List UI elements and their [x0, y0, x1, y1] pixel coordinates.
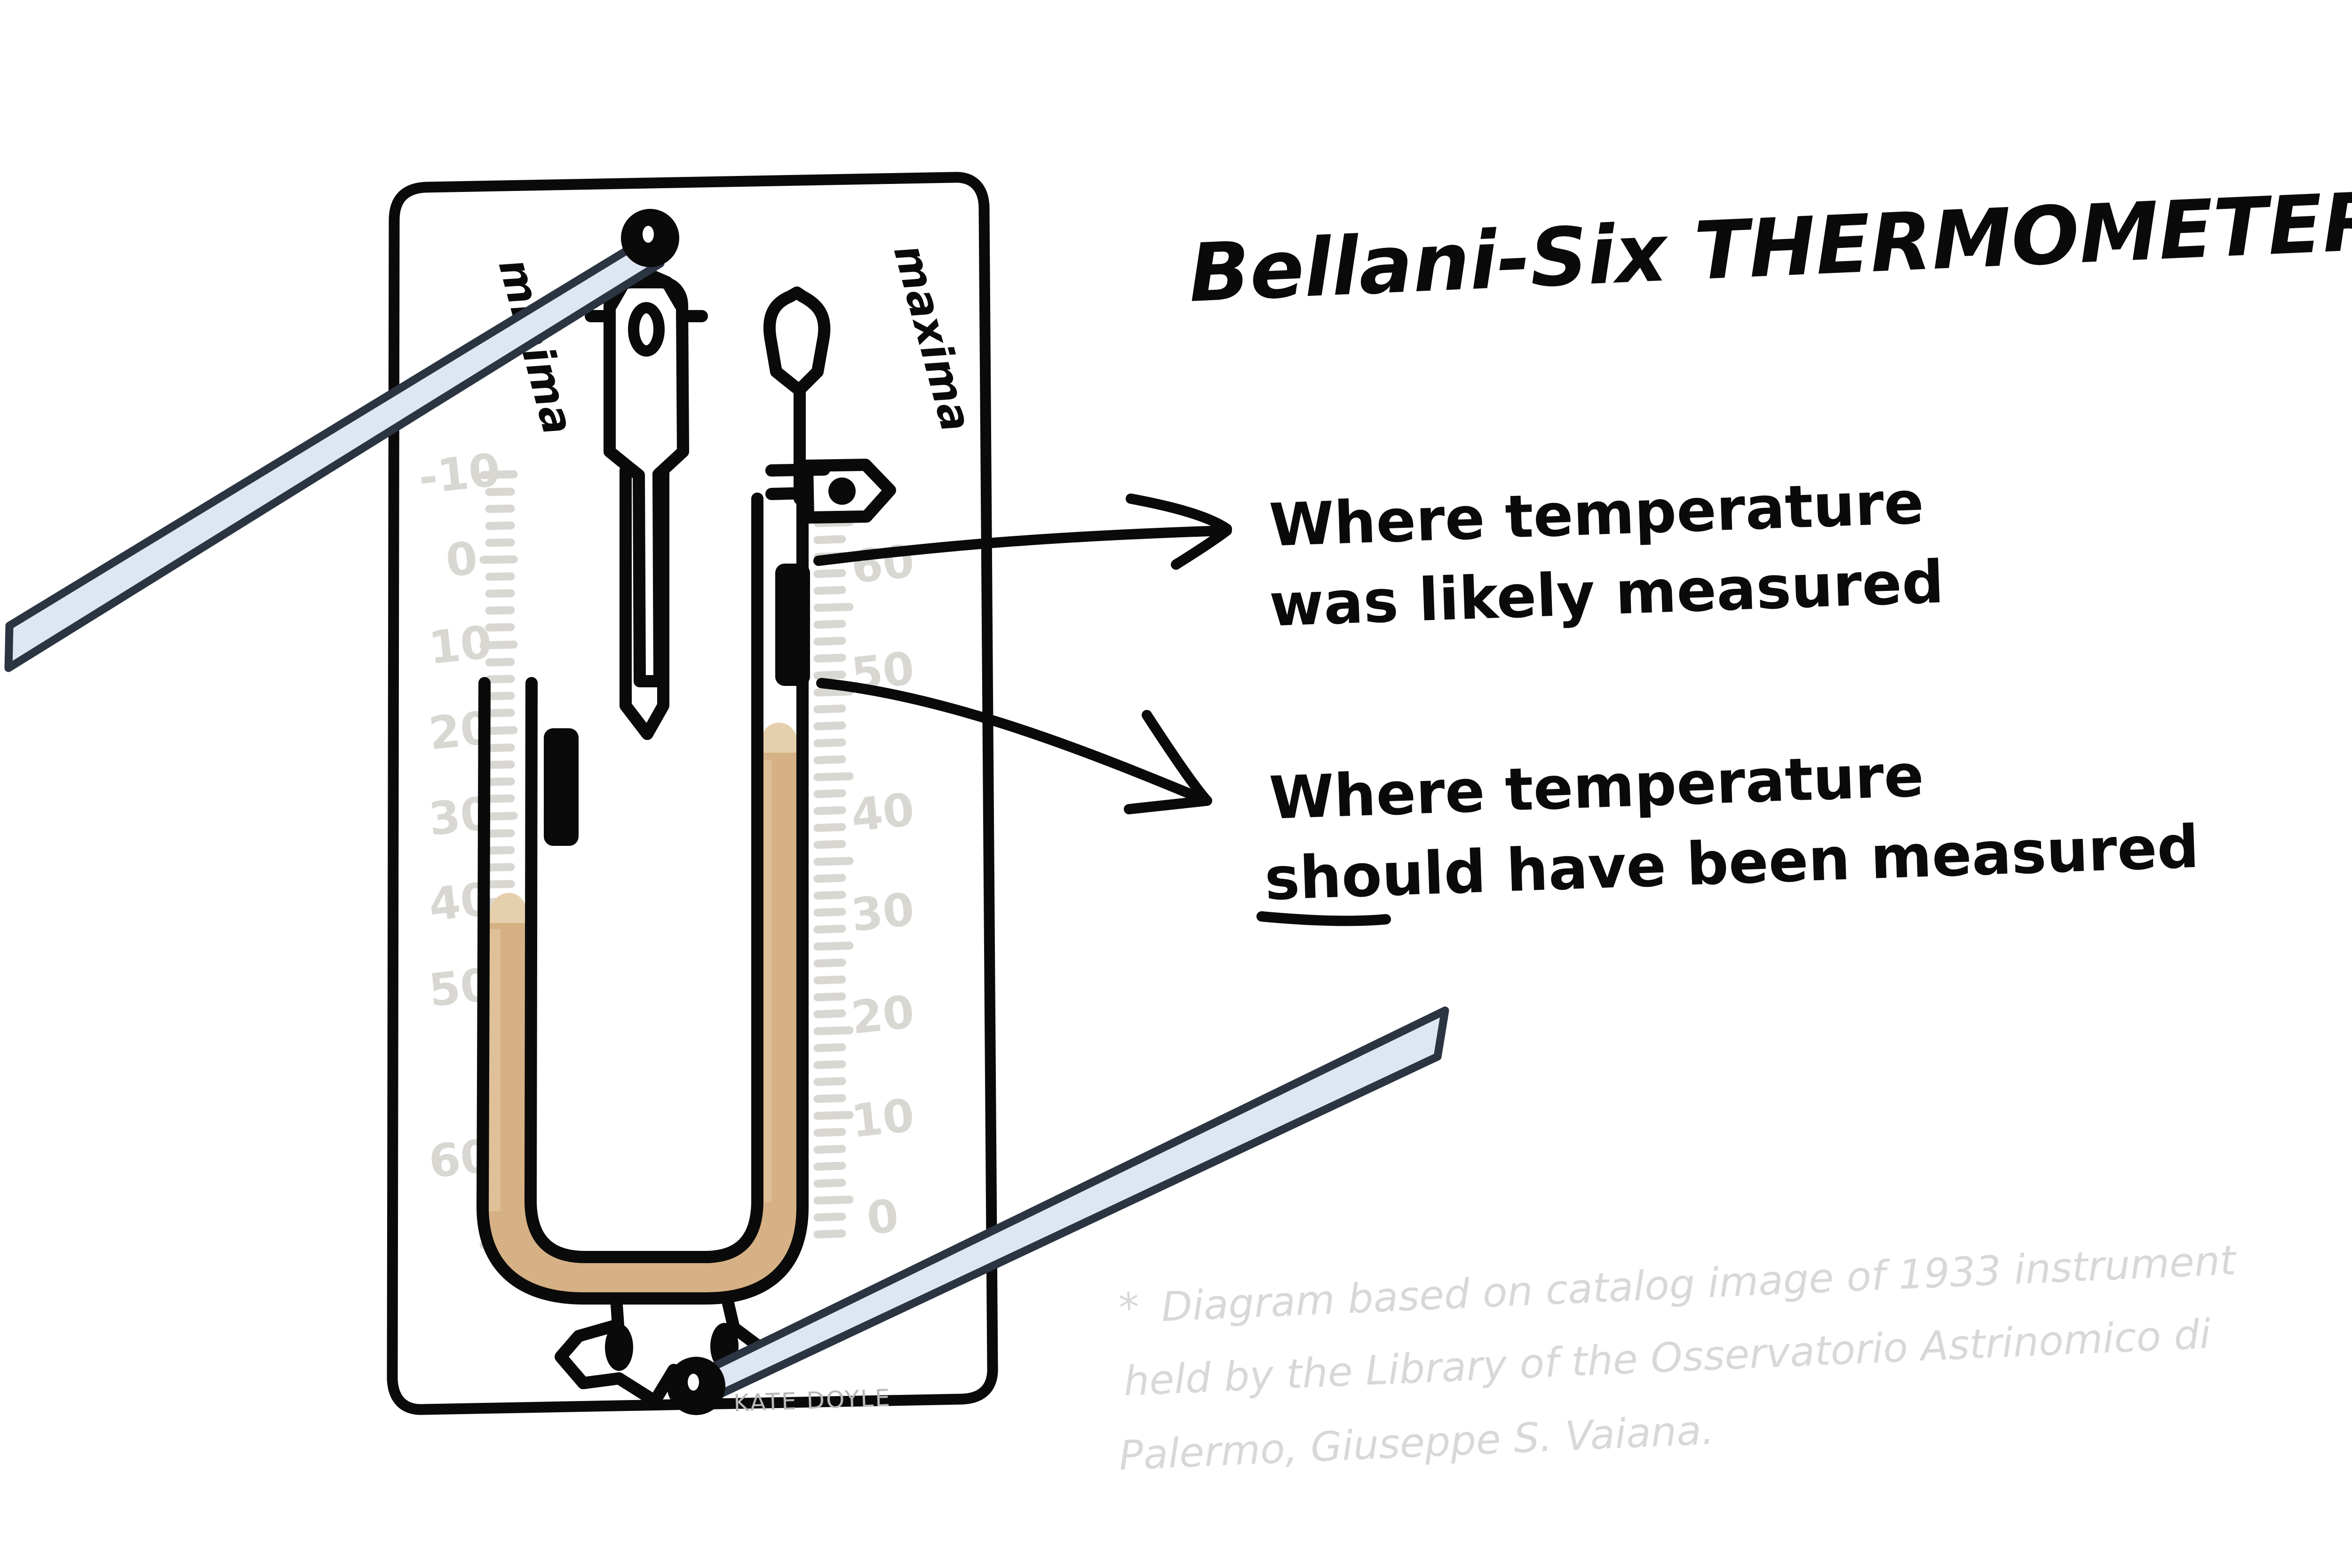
annotation-arrowhead-should-upper: [1142, 710, 1211, 805]
maxima-mount-bracket: [801, 459, 896, 524]
maxima-meniscus: [758, 723, 800, 753]
tube-inner-wall: [524, 493, 763, 1263]
foot-screw-left: [605, 1324, 633, 1371]
svg-text:30: 30: [849, 883, 917, 942]
annotation-arrowhead-should-lower: [1124, 796, 1212, 814]
svg-text:60: 60: [849, 535, 917, 594]
svg-text:10: 10: [426, 616, 494, 675]
liquid-highlight-left: [489, 929, 501, 1211]
pointer-lower-right: [667, 1006, 1449, 1415]
annotation-leader-should: [816, 678, 1212, 814]
svg-text:0: 0: [443, 532, 480, 587]
annotation-should-underline: [1256, 911, 1391, 926]
maxima-mount-dot: [828, 478, 856, 505]
annotation-leader-likely: [813, 493, 1232, 570]
maxima-tube-head: [763, 287, 896, 524]
pointer-lower-right-head-glint: [688, 1374, 699, 1391]
thermometer-back-plate: [387, 172, 998, 1415]
thermometer-liquid: [487, 723, 800, 1298]
svg-text:20: 20: [849, 986, 917, 1044]
artist-signature: KATE DOYLE: [733, 1384, 891, 1417]
svg-text:40: 40: [849, 783, 917, 842]
minima-stem: [620, 464, 669, 740]
minima-vent-hole: [628, 302, 665, 357]
annotation-should-emphasis: should: [1263, 838, 1487, 914]
svg-text:0: 0: [864, 1189, 901, 1245]
minima-meniscus: [487, 893, 529, 923]
tube-outer-wall: [477, 493, 809, 1305]
maxima-onion-bulb: [763, 287, 831, 505]
annotation-arrowhead-likely-lower: [1171, 525, 1232, 570]
maxima-tick-labels: 60 50 40 30 20 10 0: [849, 535, 917, 1245]
footnote-marker: *: [1118, 1284, 1140, 1332]
svg-text:10: 10: [849, 1089, 917, 1148]
pointer-upper-left: [4, 209, 679, 672]
maxima-index-marker: [775, 564, 810, 686]
minima-index-marker: [544, 728, 579, 846]
pointer-upper-left-head-glint: [643, 226, 654, 243]
svg-text:-10: -10: [416, 443, 502, 504]
u-tube-outline: [477, 493, 809, 1305]
annotation-arrowhead-likely-upper: [1126, 493, 1232, 534]
